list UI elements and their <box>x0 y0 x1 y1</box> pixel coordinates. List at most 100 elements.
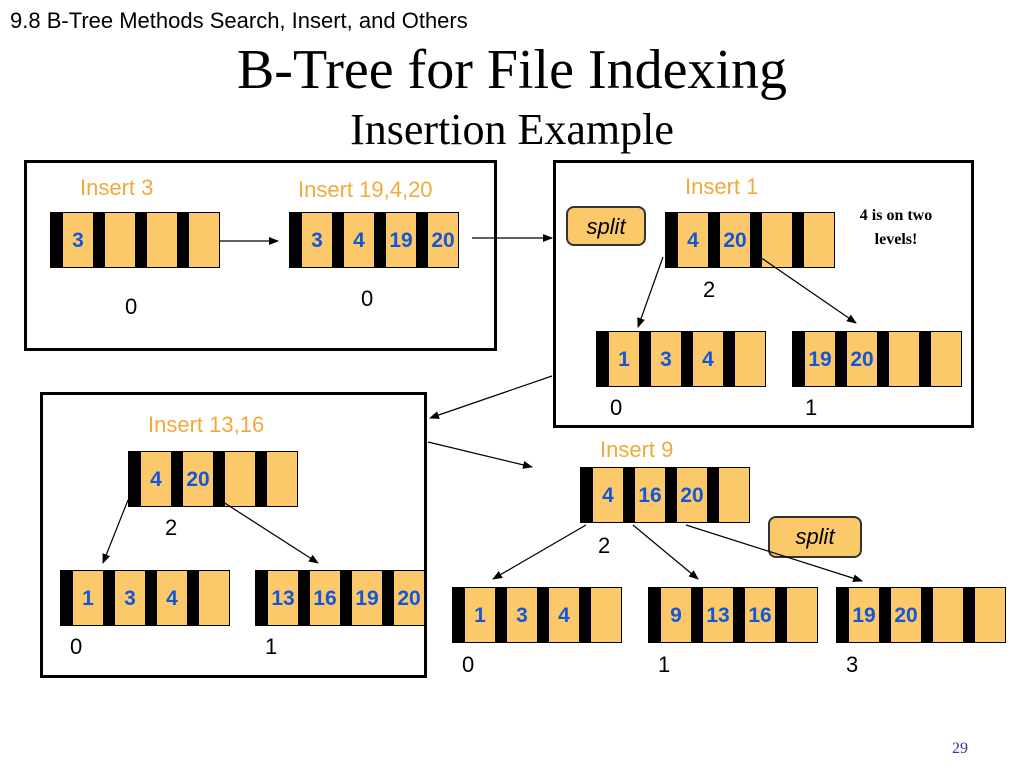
node-pointer <box>733 588 745 642</box>
arrow-p2-to-p3 <box>429 375 553 419</box>
node-key-text: 20 <box>431 229 455 252</box>
node-pointer <box>145 571 157 625</box>
arrow-p4-root-left <box>492 524 587 580</box>
node-key <box>189 213 219 267</box>
node-key <box>804 213 834 267</box>
node-key: 3 <box>651 332 681 386</box>
node-key: 20 <box>677 468 707 522</box>
node-key-text: 20 <box>397 587 421 610</box>
level-p4-left: 0 <box>462 652 475 677</box>
node-key: 4 <box>593 468 623 522</box>
node-pointer <box>597 332 609 386</box>
node-key: 16 <box>635 468 665 522</box>
op-label-insert-1: Insert 1 <box>685 174 759 199</box>
node-pointer <box>750 213 762 267</box>
node-key-text: 3 <box>516 604 528 627</box>
node-pointer <box>666 213 678 267</box>
node-key: 4 <box>678 213 708 267</box>
node-pointer <box>453 588 465 642</box>
node-pointer <box>921 588 933 642</box>
node-key-text: 20 <box>894 604 918 627</box>
node-pointer <box>298 571 310 625</box>
node-pointer <box>639 332 651 386</box>
node-pointer <box>649 588 661 642</box>
node-pointer <box>171 452 183 506</box>
node-key-text: 16 <box>748 604 772 627</box>
op-label-insert-9: Insert 9 <box>600 437 674 462</box>
node-key-text: 4 <box>558 604 570 627</box>
level-p4-middle: 1 <box>658 652 671 677</box>
node-key <box>889 332 919 386</box>
node-pointer <box>665 468 677 522</box>
node-key <box>105 213 135 267</box>
node-pointer <box>416 213 428 267</box>
node-key-text: 3 <box>124 587 136 610</box>
node-key-text: 19 <box>808 348 832 371</box>
node-key <box>225 452 255 506</box>
op-label-insert-13-16: Insert 13,16 <box>148 412 265 437</box>
arrow-p3-to-p4 <box>427 441 533 469</box>
node-key <box>147 213 177 267</box>
node-key-text: 3 <box>311 229 323 252</box>
node-pointer <box>537 588 549 642</box>
node-key: 20 <box>891 588 921 642</box>
node-pointer <box>879 588 891 642</box>
node-pointer <box>708 213 720 267</box>
node-key <box>267 452 297 506</box>
node-key-text: 20 <box>186 468 210 491</box>
node-key: 16 <box>310 571 340 625</box>
level-p1-b: 0 <box>361 286 374 311</box>
node-key: 1 <box>73 571 103 625</box>
node-key-text: 4 <box>702 348 714 371</box>
node-key-text: 3 <box>72 229 84 252</box>
node-key-text: 4 <box>602 484 614 507</box>
node-key <box>591 588 621 642</box>
node-key <box>735 332 765 386</box>
node-pointer <box>187 571 199 625</box>
bt-node-p4-root: 4 16 20 <box>580 467 750 523</box>
node-pointer <box>103 571 115 625</box>
arrow-p4-root-middle <box>632 524 699 580</box>
node-pointer <box>919 332 931 386</box>
node-key <box>199 571 229 625</box>
node-key-text: 16 <box>313 587 337 610</box>
node-pointer <box>256 571 268 625</box>
node-key-text: 13 <box>706 604 730 627</box>
node-key: 13 <box>268 571 298 625</box>
node-pointer <box>495 588 507 642</box>
op-label-insert-19-4-20: Insert 19,4,20 <box>298 177 433 202</box>
node-key: 1 <box>609 332 639 386</box>
node-key-text: 19 <box>389 229 413 252</box>
node-key: 4 <box>344 213 374 267</box>
node-key-text: 16 <box>638 484 662 507</box>
node-key <box>975 588 1005 642</box>
op-label-insert-3: Insert 3 <box>80 175 154 200</box>
node-pointer <box>581 468 593 522</box>
split-callout-bottom: split <box>768 516 862 558</box>
panel-insert-1 <box>553 160 974 428</box>
node-key: 13 <box>703 588 733 642</box>
node-key: 19 <box>849 588 879 642</box>
node-key: 19 <box>352 571 382 625</box>
node-key: 9 <box>661 588 691 642</box>
level-p2-left: 0 <box>610 395 623 420</box>
node-key: 4 <box>693 332 723 386</box>
node-pointer <box>332 213 344 267</box>
node-pointer <box>707 468 719 522</box>
node-key <box>787 588 817 642</box>
node-key: 20 <box>428 213 458 267</box>
node-key: 20 <box>720 213 750 267</box>
node-pointer <box>681 332 693 386</box>
node-key-text: 19 <box>355 587 379 610</box>
node-pointer <box>93 213 105 267</box>
node-pointer <box>877 332 889 386</box>
note-two-levels: 4 is on two levels! <box>859 207 933 248</box>
node-pointer <box>51 213 63 267</box>
level-p2-right: 1 <box>805 395 818 420</box>
node-key-text: 4 <box>353 229 365 252</box>
